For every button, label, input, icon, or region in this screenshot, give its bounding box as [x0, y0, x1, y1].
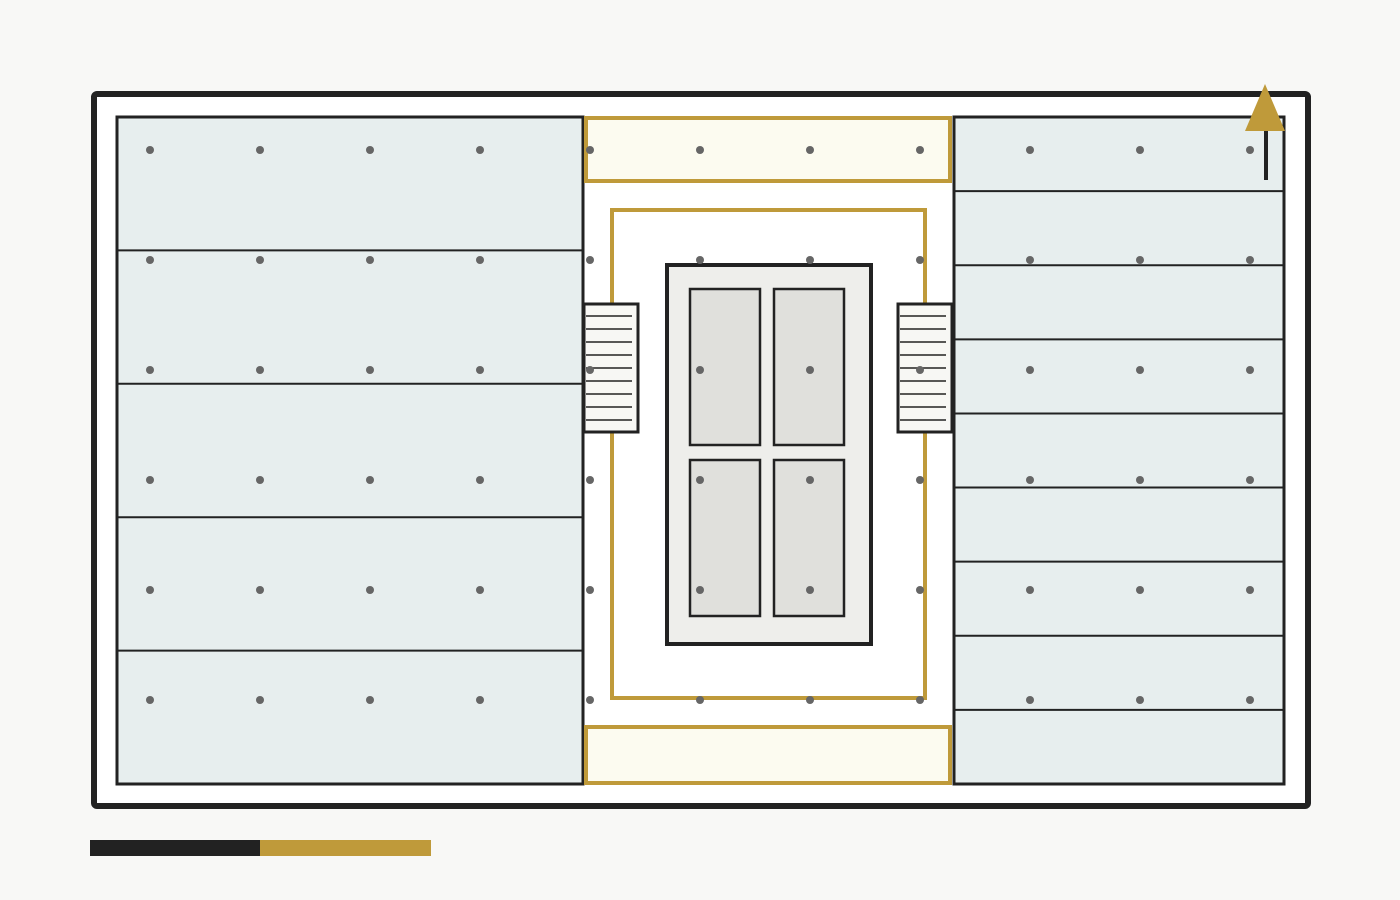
grid-dot: [256, 696, 264, 704]
grid-dot: [366, 146, 374, 154]
grid-dot: [256, 256, 264, 264]
grid-dot: [696, 586, 704, 594]
grid-dot: [1026, 256, 1034, 264]
north-arrow-icon: [1245, 84, 1285, 180]
grid-dot: [696, 696, 704, 704]
grid-dot: [586, 586, 594, 594]
grid-dot: [806, 586, 814, 594]
grid-dot: [586, 256, 594, 264]
core-zone-outline: [610, 208, 927, 700]
grid-dot: [146, 256, 154, 264]
scale-bar-segment-dark: [90, 840, 260, 856]
grid-dot: [1246, 586, 1254, 594]
grid-dot: [476, 476, 484, 484]
grid-dot: [146, 696, 154, 704]
grid-dot: [1136, 696, 1144, 704]
grid-dot: [476, 586, 484, 594]
grid-dot: [586, 476, 594, 484]
grid-dot: [146, 366, 154, 374]
right-wing-floor: [952, 115, 1286, 786]
grid-dot: [916, 366, 924, 374]
grid-dot: [146, 146, 154, 154]
grid-dot: [476, 256, 484, 264]
grid-dot: [1136, 586, 1144, 594]
grid-dot: [256, 366, 264, 374]
grid-dot: [366, 366, 374, 374]
grid-dot: [1026, 586, 1034, 594]
scale-bar: [90, 840, 431, 856]
grid-dot: [146, 586, 154, 594]
right-stair: [896, 302, 954, 434]
grid-dot: [916, 146, 924, 154]
grid-dot: [366, 696, 374, 704]
grid-dot: [806, 696, 814, 704]
grid-dot: [256, 586, 264, 594]
grid-dot: [366, 586, 374, 594]
grid-dot: [1026, 366, 1034, 374]
grid-dot: [806, 366, 814, 374]
grid-dot: [146, 476, 154, 484]
grid-dot: [256, 476, 264, 484]
left-wing-floor: [115, 115, 585, 786]
core-top-band: [584, 116, 952, 183]
grid-dot: [916, 696, 924, 704]
grid-dot: [366, 476, 374, 484]
grid-dot: [476, 696, 484, 704]
grid-dot: [256, 146, 264, 154]
grid-dot: [1246, 146, 1254, 154]
grid-dot: [1246, 366, 1254, 374]
scale-bar-segment-light: [260, 840, 431, 856]
right-office-wing: [952, 115, 1286, 786]
grid-dot: [366, 256, 374, 264]
grid-dot: [916, 256, 924, 264]
grid-dot: [806, 146, 814, 154]
grid-dot: [696, 146, 704, 154]
grid-dot: [1136, 256, 1144, 264]
grid-dot: [1026, 696, 1034, 704]
grid-dot: [476, 146, 484, 154]
grid-dot: [916, 476, 924, 484]
grid-dot: [476, 366, 484, 374]
grid-dot: [696, 256, 704, 264]
structural-grid: [146, 146, 1254, 704]
central-core: [582, 116, 954, 785]
grid-dot: [1026, 476, 1034, 484]
grid-dot: [1246, 476, 1254, 484]
grid-dot: [696, 476, 704, 484]
grid-dot: [1136, 366, 1144, 374]
grid-dot: [586, 366, 594, 374]
grid-dot: [1136, 146, 1144, 154]
grid-dot: [586, 696, 594, 704]
grid-dot: [696, 366, 704, 374]
grid-dot: [916, 586, 924, 594]
north-arrow-head: [1245, 84, 1285, 131]
grid-dot: [1246, 256, 1254, 264]
grid-dot: [806, 476, 814, 484]
core-bottom-band: [584, 725, 952, 785]
grid-dot: [806, 256, 814, 264]
grid-dot: [1026, 146, 1034, 154]
grid-dot: [1246, 696, 1254, 704]
grid-dot: [586, 146, 594, 154]
grid-dot: [1136, 476, 1144, 484]
left-office-wing: [115, 115, 585, 786]
